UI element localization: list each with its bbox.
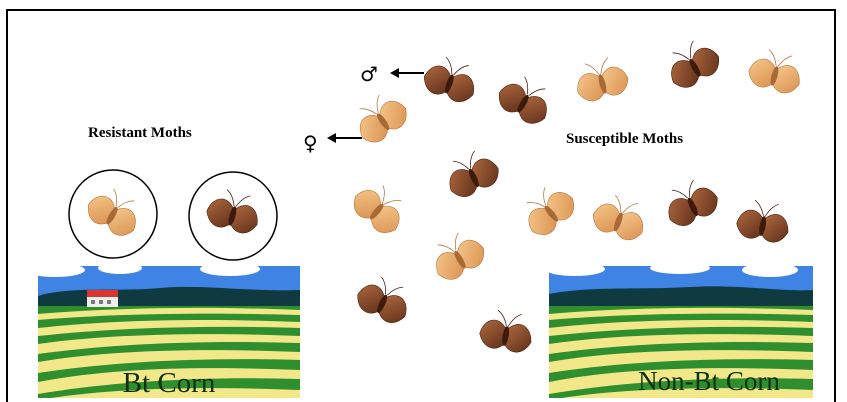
male-arrow bbox=[390, 68, 424, 78]
barn bbox=[87, 290, 118, 307]
cloud bbox=[200, 262, 260, 276]
susceptible-moth-icon bbox=[493, 70, 557, 129]
cloud bbox=[742, 263, 798, 277]
susceptible-moth-icon bbox=[746, 46, 806, 96]
cloud bbox=[25, 263, 85, 277]
cloud bbox=[650, 262, 710, 274]
susceptible-moth-icon bbox=[478, 308, 536, 355]
resistant-moth-icon bbox=[82, 182, 146, 241]
susceptible-moth-icon bbox=[516, 178, 580, 241]
female-symbol: ♀ bbox=[303, 131, 318, 155]
non-bt-corn-caption: Non-Bt Corn bbox=[638, 366, 780, 396]
female-arrow bbox=[327, 133, 362, 143]
susceptible-moths-label: Susceptible Moths bbox=[566, 131, 683, 147]
non-bt-corn-field: Non-Bt Corn bbox=[545, 262, 813, 400]
susceptible-moth-icon bbox=[348, 87, 413, 148]
resistant-moths-label: Resistant Moths bbox=[88, 125, 192, 141]
bt-corn-field: Bt Corn bbox=[25, 262, 300, 400]
bt-corn-caption: Bt Corn bbox=[123, 367, 216, 399]
susceptible-moth-icon bbox=[440, 145, 503, 202]
resistant-moth-icon bbox=[204, 186, 264, 236]
susceptible-moth-icon bbox=[420, 52, 482, 106]
susceptible-moth-icon bbox=[348, 176, 412, 239]
susceptible-moth-icon bbox=[735, 198, 793, 245]
susceptible-moth-icon bbox=[353, 271, 416, 328]
cloud bbox=[545, 262, 605, 276]
male-symbol: ♂ bbox=[360, 62, 378, 86]
susceptible-moth-icon bbox=[589, 190, 651, 244]
cloud bbox=[98, 262, 142, 274]
susceptible-moth-icon bbox=[425, 226, 489, 285]
susceptible-moth-icon bbox=[571, 54, 631, 104]
susceptible-moth-icon bbox=[659, 174, 722, 231]
susceptible-moth-icon bbox=[660, 34, 724, 93]
